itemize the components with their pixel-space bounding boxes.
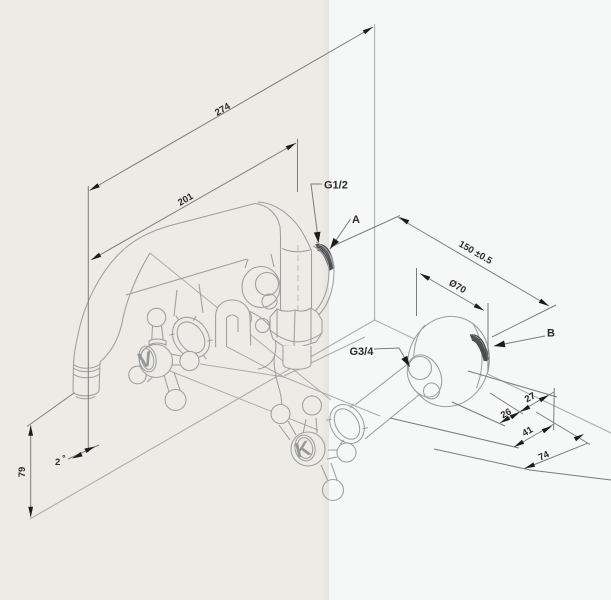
svg-text:K: K (293, 437, 313, 463)
svg-text:°: ° (62, 453, 66, 463)
svg-text:G1/2: G1/2 (324, 180, 348, 192)
svg-text:274: 274 (213, 101, 233, 119)
svg-text:G3/4: G3/4 (350, 346, 375, 358)
svg-text:41: 41 (520, 424, 535, 439)
svg-text:Ø70: Ø70 (447, 278, 468, 297)
svg-text:26: 26 (499, 406, 514, 421)
svg-text:79: 79 (17, 467, 28, 478)
svg-text:B: B (547, 328, 555, 340)
svg-text:201: 201 (176, 191, 196, 209)
svg-text:27: 27 (523, 390, 538, 405)
svg-text:A: A (352, 214, 360, 226)
svg-text:74: 74 (537, 449, 552, 464)
svg-text:V: V (136, 347, 155, 373)
svg-text:2: 2 (55, 457, 60, 468)
